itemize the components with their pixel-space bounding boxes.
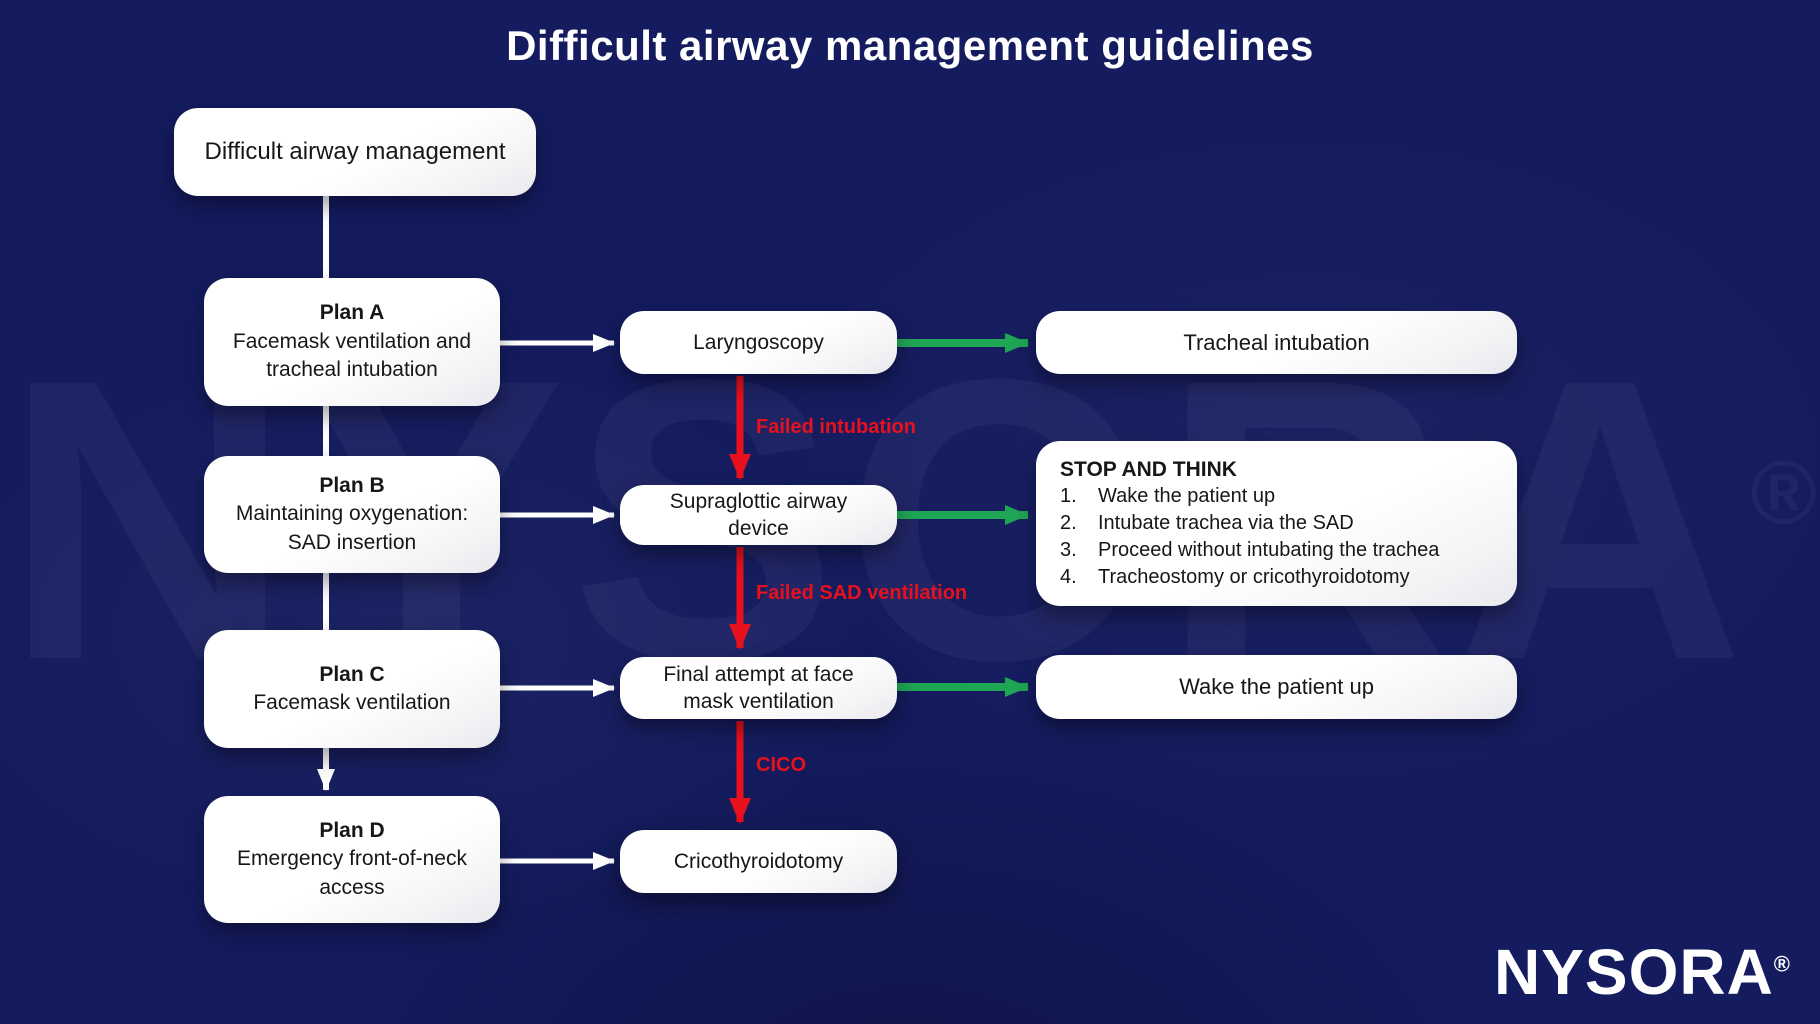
stop-and-think-item: 3. Proceed without intubating the trache… (1060, 537, 1439, 564)
node-final-attempt-facemask: Final attempt at face mask ventilation (620, 657, 897, 719)
item-text: Wake the patient up (1098, 485, 1276, 507)
stop-and-think-title: STOP AND THINK (1060, 458, 1237, 481)
node-plan-c: Plan C Facemask ventilation (204, 630, 500, 748)
node-label: Wake the patient up (1179, 674, 1374, 699)
logo-registered-icon: ® (1773, 951, 1790, 977)
item-text: Proceed without intubating the trachea (1098, 539, 1440, 561)
plan-body: Maintaining oxygenation: SAD insertion (235, 502, 469, 554)
node-label: Cricothyroidotomy (673, 849, 844, 873)
node-stop-and-think: STOP AND THINK 1. Wake the patient up 2.… (1036, 441, 1517, 606)
stop-and-think-item: 4. Tracheostomy or cricothyroidotomy (1060, 564, 1410, 591)
item-number: 1. (1060, 485, 1077, 507)
logo-text: NYSORA (1493, 936, 1774, 1008)
label-cico: CICO (756, 754, 806, 776)
item-number: 4. (1060, 566, 1077, 588)
stop-and-think-item: 2. Intubate trachea via the SAD (1060, 510, 1354, 537)
node-difficult-airway-management: Difficult airway management (174, 108, 536, 196)
plan-title: Plan D (319, 818, 385, 842)
label-failed-intubation: Failed intubation (756, 416, 916, 438)
node-tracheal-intubation: Tracheal intubation (1036, 311, 1517, 374)
item-number: 2. (1060, 512, 1077, 534)
plan-title: Plan C (319, 662, 385, 686)
item-number: 3. (1060, 539, 1077, 561)
node-laryngoscopy: Laryngoscopy (620, 311, 897, 374)
node-plan-d: Plan D Emergency front-of-neck access (204, 796, 500, 923)
label-failed-sad-ventilation: Failed SAD ventilation (756, 582, 968, 604)
node-cricothyroidotomy: Cricothyroidotomy (620, 830, 897, 893)
node-label: Final attempt at face mask ventilation (663, 662, 854, 713)
plan-body: Emergency front-of-neck access (237, 847, 467, 899)
node-label: Tracheal intubation (1183, 329, 1370, 355)
node-wake-the-patient-up: Wake the patient up (1036, 655, 1517, 719)
node-label: Difficult airway management (204, 137, 506, 165)
node-label: Supraglottic airway device (669, 489, 848, 540)
watermark-registered-icon: ® (1751, 444, 1817, 544)
node-supraglottic-airway-device: Supraglottic airway device (620, 485, 897, 545)
stop-and-think-item: 1. Wake the patient up (1060, 483, 1275, 510)
plan-body: Facemask ventilation (253, 691, 451, 714)
page-title: Difficult airway management guidelines (506, 22, 1314, 69)
plan-title: Plan B (319, 473, 385, 497)
item-text: Tracheostomy or cricothyroidotomy (1098, 566, 1410, 588)
item-text: Intubate trachea via the SAD (1098, 512, 1354, 534)
plan-title: Plan A (319, 301, 385, 325)
node-plan-b: Plan B Maintaining oxygenation: SAD inse… (204, 456, 500, 573)
node-label: Laryngoscopy (693, 330, 824, 354)
plan-body: Facemask ventilation and tracheal intuba… (232, 329, 472, 382)
node-plan-a: Plan A Facemask ventilation and tracheal… (204, 278, 500, 406)
nysora-logo: NYSORA® (1494, 940, 1790, 1004)
